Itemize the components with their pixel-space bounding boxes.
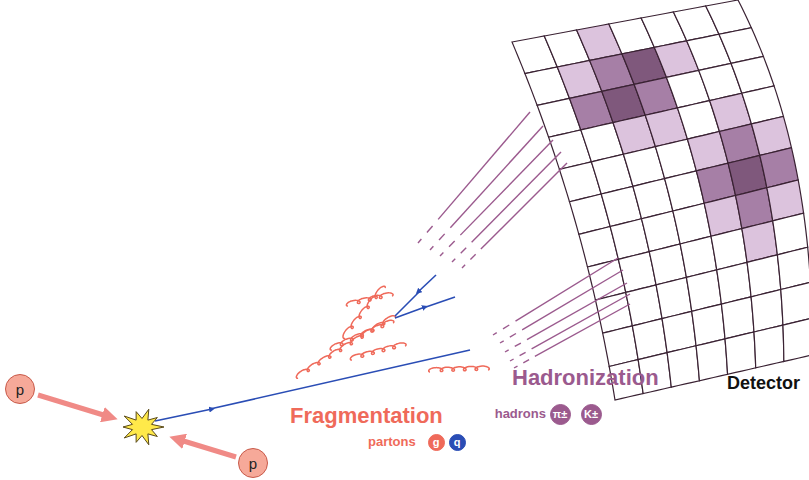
stage-title: Hadronization — [512, 366, 659, 390]
kaon-badge: K± — [581, 404, 602, 425]
track-dash — [440, 253, 443, 256]
track-dash — [418, 239, 421, 243]
track-dash — [439, 234, 445, 240]
track-dash — [462, 265, 465, 268]
node-text: p — [249, 456, 257, 471]
track-dash — [510, 334, 516, 338]
track-dash — [427, 226, 433, 233]
detector-cell — [754, 325, 784, 368]
quark-line — [210, 350, 470, 409]
quark-badge: q — [449, 434, 466, 451]
hadron-tracks — [418, 112, 630, 368]
gluon — [296, 316, 395, 378]
track-dash — [461, 248, 466, 254]
gluon — [350, 343, 406, 360]
hadron-track — [535, 304, 630, 356]
hadron-track — [450, 126, 543, 228]
detector-label: Detector — [727, 374, 800, 394]
track-dash — [430, 246, 433, 250]
pion-badge: π± — [550, 404, 571, 425]
hadron-track — [522, 270, 623, 330]
quark-line — [155, 409, 212, 421]
proton-circle: p — [5, 374, 35, 404]
track-dash — [505, 350, 509, 352]
node-text: p — [16, 382, 24, 397]
stage-title: Fragmentation — [290, 404, 443, 428]
antiquark-line — [418, 275, 436, 292]
detector-cell — [696, 339, 728, 381]
node-text: K± — [584, 409, 598, 420]
hadron-track — [527, 283, 627, 340]
track-dash — [520, 352, 526, 355]
parton-shower — [155, 275, 489, 421]
collision-star — [123, 409, 164, 445]
hadron-track — [516, 258, 619, 321]
gluon — [346, 293, 393, 306]
detector-grid — [512, 0, 809, 400]
gluon — [330, 320, 394, 350]
track-dash — [503, 325, 509, 329]
track-dash — [500, 341, 504, 343]
hadron-track — [532, 294, 630, 349]
hadron-track — [460, 140, 553, 235]
track-dash — [470, 254, 475, 259]
beam-arrow — [177, 439, 236, 457]
quark-line — [423, 297, 455, 308]
hadron-track — [472, 152, 561, 242]
beam-arrow — [38, 395, 110, 417]
node-text: g — [433, 437, 440, 448]
detector-cell — [783, 318, 809, 361]
detector-cell — [781, 282, 809, 325]
track-dash — [510, 359, 514, 361]
gluon — [343, 286, 385, 338]
proton-circle: p — [238, 448, 268, 478]
track-dash — [452, 259, 455, 262]
node-text: π± — [553, 409, 567, 420]
antiquark-line — [395, 291, 420, 316]
hadron-caption: hadrons — [495, 407, 546, 421]
node-text: q — [454, 437, 461, 448]
track-dash — [493, 333, 497, 335]
track-dash — [515, 343, 521, 346]
parton-caption: partons — [368, 435, 416, 449]
track-dash — [449, 241, 455, 247]
gluon-badge: g — [428, 434, 445, 451]
hadron-track — [438, 112, 530, 219]
gluon — [429, 366, 490, 372]
hadron-track — [481, 163, 567, 249]
detector-cell — [667, 346, 699, 387]
track-dash — [523, 360, 529, 363]
detector-cell — [725, 332, 756, 374]
